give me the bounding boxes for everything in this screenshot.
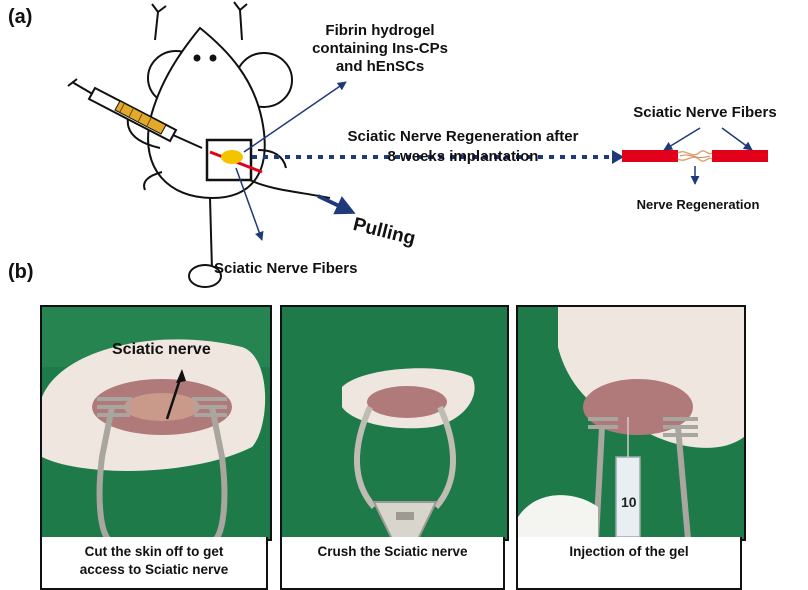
hydrogel-label-line-2: containing Ins-CPs (300, 40, 460, 58)
photo-crush-nerve (280, 305, 509, 541)
hydrogel-label: Fibrin hydrogel containing Ins-CPs and h… (300, 22, 460, 76)
syringe-marking-text: 10 (621, 494, 637, 510)
sciatic-fibers-right-label: Sciatic Nerve Fibers (610, 104, 800, 122)
sciatic-nerve-overlay-label: Sciatic nerve (112, 341, 211, 359)
hydrogel-label-line-3: and hEnSCs (300, 58, 460, 76)
caption-injection: Injection of the gel (516, 537, 742, 590)
sciatic-fibers-bottom-label: Sciatic Nerve Fibers (214, 260, 404, 278)
caption-injection-line-1: Injection of the gel (518, 543, 740, 561)
photo-injection: 10 (516, 305, 746, 541)
regeneration-label-line-1: Sciatic Nerve Regeneration after (318, 128, 608, 146)
caption-cut-skin-line-2: access to Sciatic nerve (42, 561, 266, 579)
photo-cut-skin: Sciatic nerve (40, 305, 272, 541)
caption-cut-skin: Cut the skin off to get access to Sciati… (40, 537, 268, 590)
panel-b-label: (b) (8, 261, 34, 284)
regeneration-label: Sciatic Nerve Regeneration after 8 weeks… (318, 128, 608, 166)
nerve-regeneration-label: Nerve Regeneration (618, 196, 778, 214)
caption-crush-nerve-line-1: Crush the Sciatic nerve (282, 543, 503, 561)
caption-crush-nerve: Crush the Sciatic nerve (280, 537, 505, 590)
regenerated-nerve-schematic (622, 150, 768, 162)
regeneration-label-line-2: 8 weeks implantation (318, 148, 608, 166)
caption-cut-skin-line-1: Cut the skin off to get (42, 543, 266, 561)
hydrogel-label-line-1: Fibrin hydrogel (300, 22, 460, 40)
